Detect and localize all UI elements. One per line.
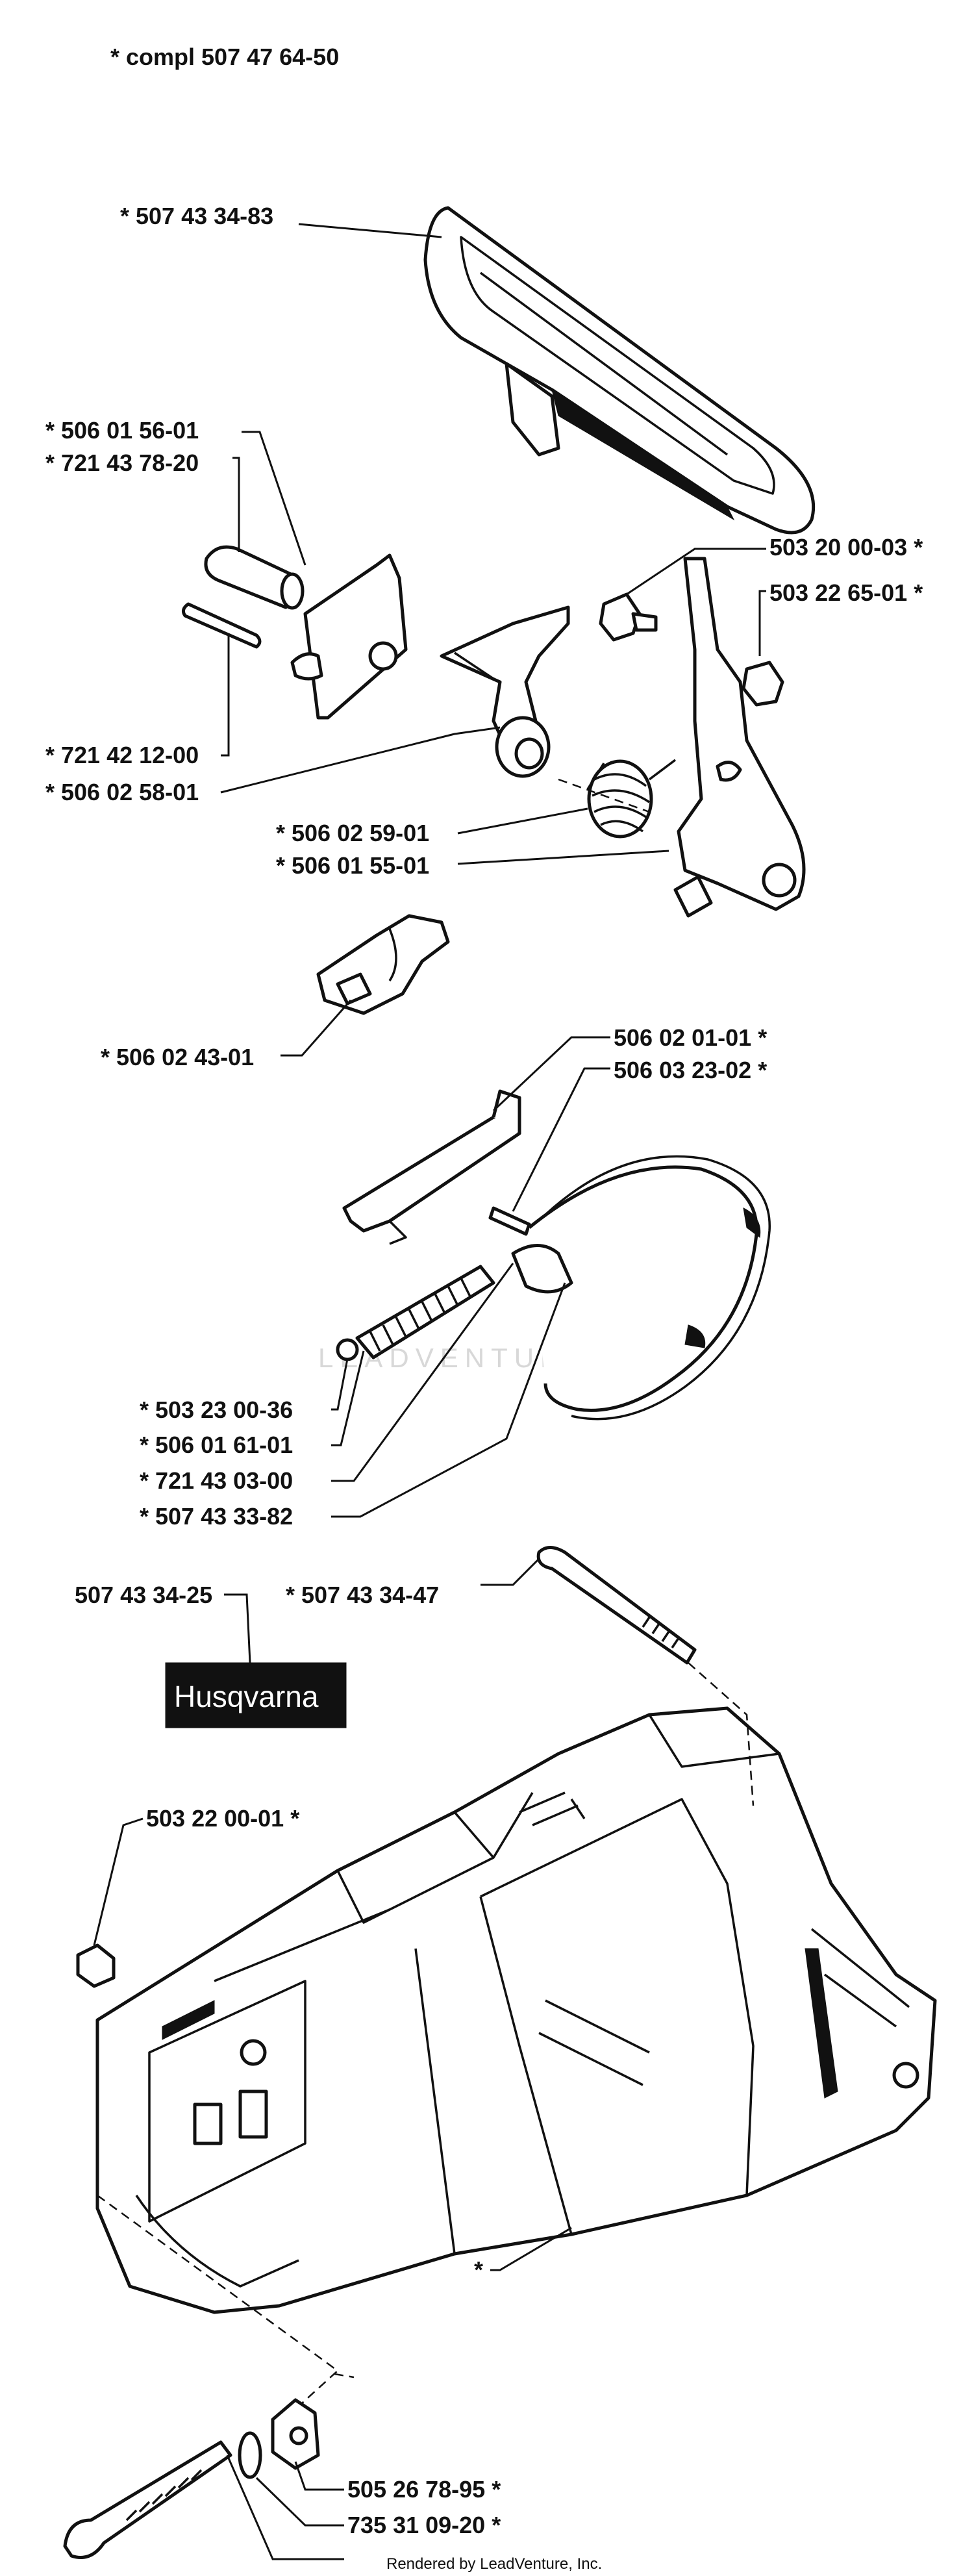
assembly-lines — [97, 778, 755, 2404]
label-507-43-34-83: * 507 43 34-83 — [120, 203, 273, 229]
sleeve-part — [204, 545, 305, 610]
label-506-02-43-01: * 506 02 43-01 — [101, 1044, 254, 1070]
label-503-22-65-01: 503 22 65-01 * — [769, 579, 923, 606]
label-asterisk-cover: * — [474, 2256, 483, 2283]
chain-brake-handle-part — [423, 206, 816, 535]
torsion-spring-part — [586, 759, 677, 839]
plate-part-bottom — [271, 2398, 320, 2470]
label-506-03-23-02: 506 03 23-02 * — [614, 1057, 767, 1083]
header-title: * compl 507 47 64-50 — [110, 44, 339, 70]
brake-lever-part — [673, 557, 806, 918]
husqvarna-logo-decal: Husqvarna — [165, 1662, 347, 1728]
label-503-20-00-03: 503 20 00-03 * — [769, 534, 923, 561]
screw-part-bottom — [63, 2440, 232, 2559]
label-506-01-56-01: * 506 01 56-01 — [45, 417, 199, 444]
pin-part — [181, 602, 262, 649]
label-503-23-00-36: * 503 23 00-36 — [140, 1396, 293, 1423]
logo-text: Husqvarna — [174, 1680, 319, 1713]
label-507-43-34-25: 507 43 34-25 — [75, 1582, 212, 1608]
nut-part-cover — [76, 1943, 116, 1988]
long-bolt-part — [536, 1546, 697, 1665]
footer-credit: Rendered by LeadVenture, Inc. — [386, 2555, 602, 2573]
label-506-02-59-01: * 506 02 59-01 — [276, 820, 429, 846]
label-506-02-58-01: * 506 02 58-01 — [45, 779, 199, 805]
clutch-cover-part — [95, 1706, 937, 2314]
label-507-43-33-82: * 507 43 33-82 — [140, 1503, 293, 1530]
washer-part — [238, 2431, 262, 2479]
brake-band-part — [511, 1155, 771, 1421]
label-503-22-00-01: 503 22 00-01 * — [146, 1805, 299, 1832]
label-506-01-61-01: * 506 01 61-01 — [140, 1432, 293, 1458]
latch-part — [316, 914, 450, 1015]
label-505-26-78-95: 505 26 78-95 * — [347, 2476, 501, 2503]
nut-part-top — [599, 592, 658, 642]
label-721-43-78-20: * 721 43 78-20 — [45, 449, 199, 476]
bracket-plate-part — [290, 553, 408, 720]
label-721-42-12-00: * 721 42 12-00 — [45, 742, 199, 768]
label-507-43-34-47: * 507 43 34-47 — [286, 1582, 439, 1608]
label-506-02-01-01: 506 02 01-01 * — [614, 1024, 767, 1051]
label-721-43-03-00: * 721 43 03-00 — [140, 1467, 293, 1494]
small-pin-part — [488, 1206, 531, 1236]
lever-part — [440, 605, 570, 778]
label-506-01-55-01: * 506 01 55-01 — [276, 852, 429, 879]
leader-lines — [93, 223, 766, 2560]
label-735-31-09-20: 735 31 09-20 * — [347, 2512, 501, 2538]
nut-part-right — [742, 661, 784, 707]
